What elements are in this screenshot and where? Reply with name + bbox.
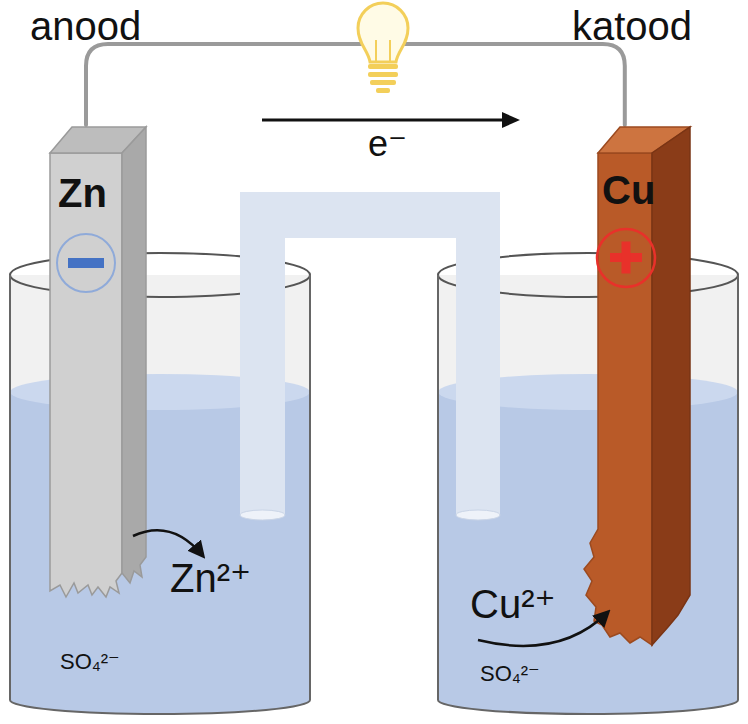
ion-label: SO₄²⁻ — [60, 650, 120, 674]
light-bulb — [358, 3, 408, 93]
electrode-role: anood — [30, 4, 141, 48]
zinc-ion-arrow — [133, 530, 203, 556]
ion-label: SO₄²⁻ — [480, 662, 540, 686]
zinc-electrode: Zn — [48, 125, 148, 603]
copper-electrode: Cu — [580, 125, 692, 645]
element-symbol: Zn — [58, 173, 107, 213]
electrode-role: katood — [572, 4, 692, 48]
ion-label: Zn²⁺ — [170, 556, 251, 600]
ion-label: Cu²⁺ — [470, 582, 556, 626]
element-symbol: Cu — [602, 170, 655, 210]
salt-bridge — [240, 192, 500, 520]
electron-label: e⁻ — [368, 124, 407, 164]
wire — [86, 44, 625, 125]
